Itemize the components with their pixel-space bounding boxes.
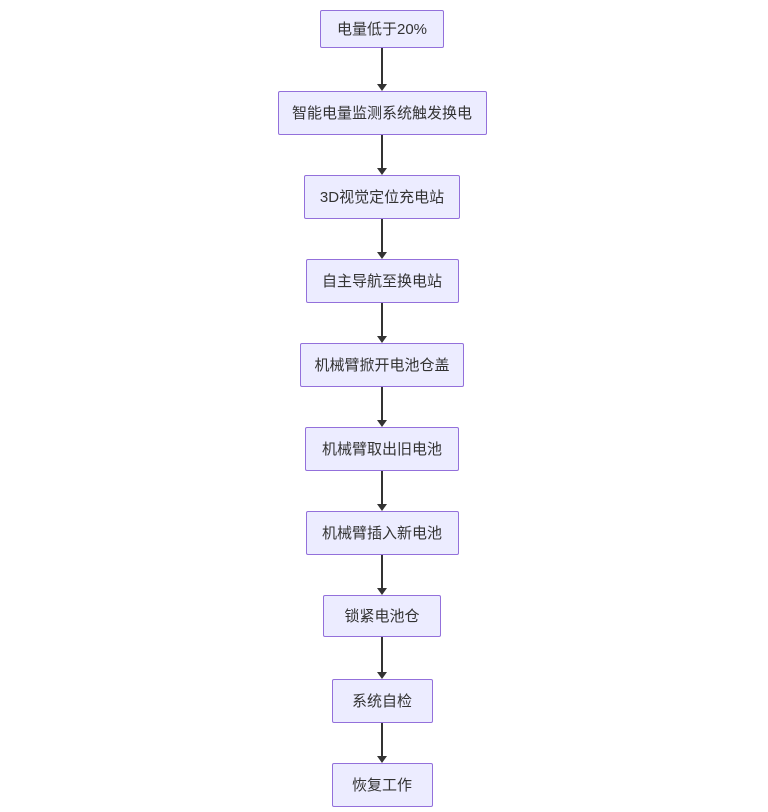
flow-node-label: 机械臂掀开电池仓盖 <box>314 356 450 374</box>
flow-node-7: 机械臂插入新电池 <box>305 511 459 555</box>
flow-node-8: 锁紧电池仓 <box>323 595 441 637</box>
edge-arrowhead-icon <box>377 168 387 175</box>
edge-arrowhead-icon <box>377 84 387 91</box>
flow-node-label: 机械臂插入新电池 <box>321 524 442 542</box>
edge-line <box>381 637 383 673</box>
flow-node-1: 电量低于20% <box>320 10 444 48</box>
edge-arrowhead-icon <box>377 252 387 259</box>
flow-node-label: 恢复工作 <box>351 776 412 794</box>
edge-arrowhead-icon <box>377 336 387 343</box>
edge-arrowhead-icon <box>377 420 387 427</box>
edge-arrowhead-icon <box>377 672 387 679</box>
flow-node-2: 智能电量监测系统触发换电 <box>277 91 487 135</box>
flow-node-10: 恢复工作 <box>331 763 433 807</box>
edge-line <box>381 723 383 757</box>
edge-line <box>381 387 383 421</box>
flow-node-label: 电量低于20% <box>336 20 428 38</box>
edge-line <box>381 471 383 505</box>
flow-node-label: 系统自检 <box>351 692 412 710</box>
flow-node-label: 机械臂取出旧电池 <box>321 440 442 458</box>
edge-arrowhead-icon <box>377 504 387 511</box>
flow-node-9: 系统自检 <box>331 679 433 723</box>
flow-node-4: 自主导航至换电站 <box>305 259 459 303</box>
edge-arrowhead-icon <box>377 588 387 595</box>
edge-line <box>381 135 383 169</box>
edge-line <box>381 303 383 337</box>
flow-node-6: 机械臂取出旧电池 <box>305 427 459 471</box>
edge-line <box>381 219 383 253</box>
flow-node-3: 3D视觉定位充电站 <box>304 175 460 219</box>
edge-line <box>381 48 383 85</box>
flow-node-label: 自主导航至换电站 <box>321 272 442 290</box>
flow-node-label: 3D视觉定位充电站 <box>319 188 445 206</box>
flow-node-label: 智能电量监测系统触发换电 <box>291 104 472 122</box>
edge-line <box>381 555 383 589</box>
flow-node-label: 锁紧电池仓 <box>344 607 420 625</box>
flow-node-5: 机械臂掀开电池仓盖 <box>300 343 464 387</box>
edge-arrowhead-icon <box>377 756 387 763</box>
